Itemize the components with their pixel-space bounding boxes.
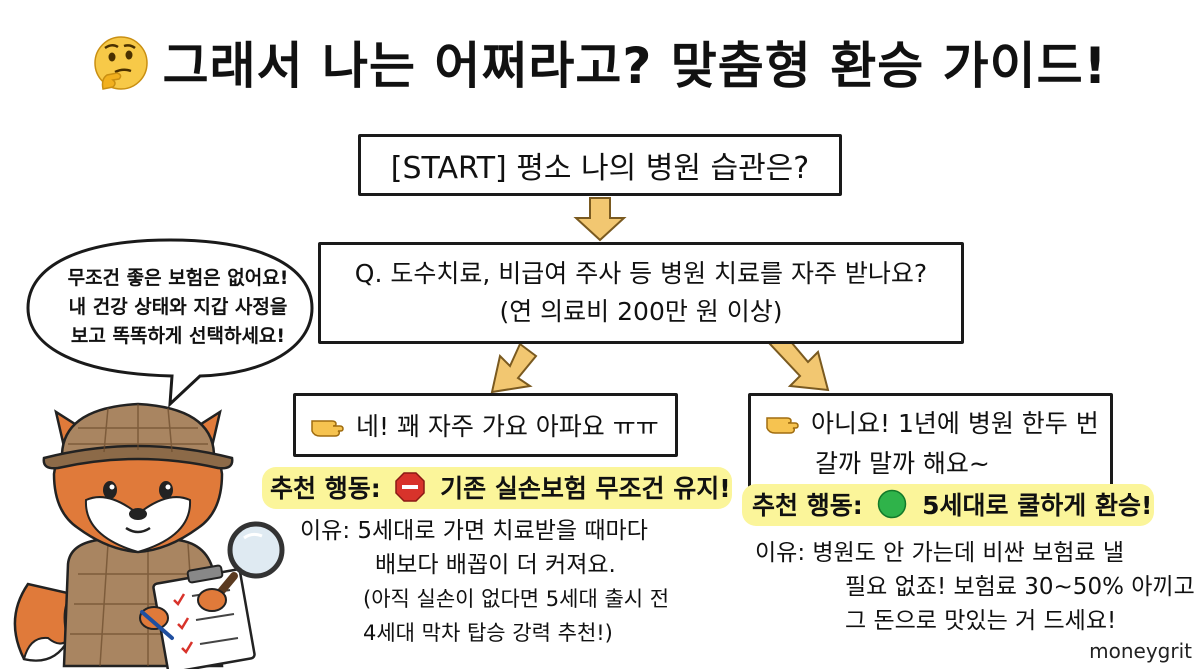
recommend-no-label: 추천 행동: [752, 491, 863, 520]
question-box: Q. 도수치료, 비급여 주사 등 병원 치료를 자주 받나요? (연 의료비 … [318, 242, 964, 344]
reason-yes-line3: (아직 실손이 없다면 5세대 출시 전 [363, 587, 670, 611]
answer-no-line2: 갈까 말까 해요~ [815, 449, 990, 478]
speech-line3: 보고 똑똑하게 선택하세요! [70, 325, 286, 347]
answer-yes-box: 네! 꽤 자주 가요 아파요 ㅠㅠ [293, 393, 678, 457]
recommend-no: 추천 행동: 5세대로 쿨하게 환승! [752, 486, 1152, 522]
speech-bubble [26, 238, 314, 408]
start-text: [START] 평소 나의 병원 습관은? [390, 151, 810, 186]
green-circle-icon [878, 489, 907, 519]
reason-no-line3: 그 돈으로 맛있는 거 드세요! [845, 608, 1117, 634]
reason-yes-line4: 4세대 막차 탑승 강력 추천!) [363, 621, 613, 645]
recommend-yes-text: 기존 실손보험 무조건 유지! [440, 474, 731, 503]
detective-fox-icon [13, 402, 285, 669]
recommend-yes: 추천 행동: 기존 실손보험 무조건 유지! [270, 469, 731, 505]
answer-no-line1: 아니요! 1년에 병원 한두 번 [811, 409, 1099, 438]
start-box: [START] 평소 나의 병원 습관은? [358, 134, 842, 196]
reason-no-line2: 필요 없죠! 보험료 30~50% 아끼고 [845, 574, 1195, 600]
reason-yes: 이유: 5세대로 가면 치료받을 때마다 배보다 배꼽이 더 커져요. (아직 … [300, 514, 669, 650]
reason-no-line1: 이유: 병원도 안 가는데 비싼 보험료 낼 [755, 540, 1125, 566]
brand-watermark: moneygrit [1089, 639, 1192, 663]
recommend-yes-highlight [262, 467, 732, 509]
arrow-down-right-icon [768, 334, 830, 392]
question-line1: Q. 도수치료, 비급여 주사 등 병원 치료를 자주 받나요? [354, 259, 928, 288]
speech-bubble-text: 무조건 좋은 보험은 없어요! 내 건강 상태와 지갑 사정을 보고 똑똑하게 … [48, 264, 308, 351]
recommend-yes-label: 추천 행동: [270, 474, 381, 503]
reason-no: 이유: 병원도 안 가는데 비싼 보험료 낼 필요 없죠! 보험료 30~50%… [755, 536, 1195, 638]
reason-yes-line2: 배보다 배꼽이 더 커져요. [375, 552, 616, 578]
reason-yes-line1: 이유: 5세대로 가면 치료받을 때마다 [300, 518, 648, 544]
answer-yes-text: 네! 꽤 자주 가요 아파요 ㅠㅠ [356, 412, 659, 441]
answer-no-box: 아니요! 1년에 병원 한두 번 갈까 말까 해요~ [748, 393, 1113, 501]
pointing-hand-icon [311, 420, 344, 437]
recommend-no-text: 5세대로 쿨하게 환승! [922, 491, 1153, 520]
question-line2: (연 의료비 200만 원 이상) [499, 297, 783, 326]
page-title: 그래서 나는 어쩌라고? 맞춤형 환승 가이드! [0, 26, 1200, 98]
recommend-no-highlight [742, 484, 1154, 526]
speech-line2: 내 건강 상태와 지갑 사정을 [68, 296, 288, 318]
speech-line1: 무조건 좋은 보험은 없어요! [67, 267, 289, 289]
stop-sign-icon [395, 472, 426, 502]
title-text: 그래서 나는 어쩌라고? 맞춤형 환승 가이드! [162, 37, 1108, 95]
arrow-down-left-icon [490, 342, 538, 394]
pointing-hand-icon [766, 417, 799, 434]
thinking-face-icon [93, 36, 148, 90]
arrow-down-icon [573, 197, 627, 242]
